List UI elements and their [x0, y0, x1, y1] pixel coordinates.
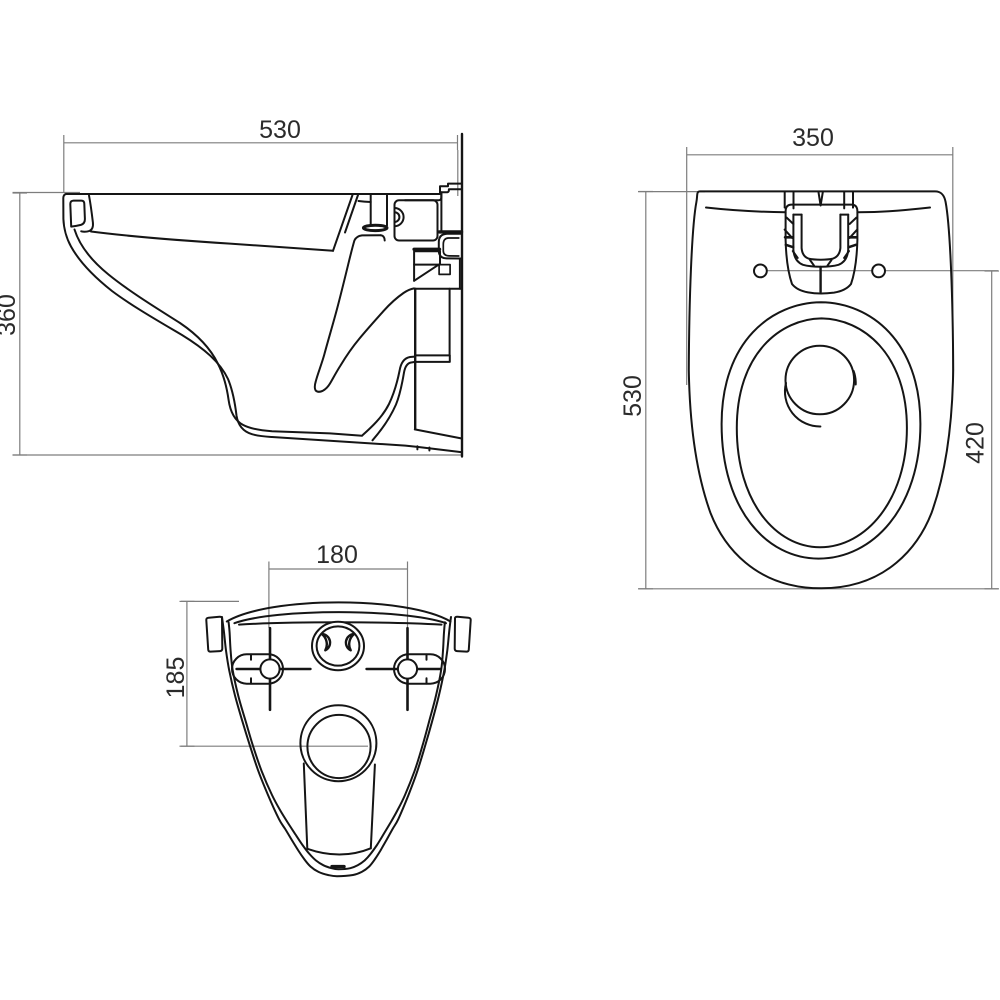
- svg-text:530: 530: [619, 375, 647, 417]
- svg-text:185: 185: [162, 657, 190, 699]
- svg-text:360: 360: [0, 294, 21, 336]
- svg-text:350: 350: [792, 124, 834, 152]
- svg-text:420: 420: [962, 422, 990, 464]
- svg-text:180: 180: [316, 541, 358, 569]
- svg-text:530: 530: [259, 116, 301, 144]
